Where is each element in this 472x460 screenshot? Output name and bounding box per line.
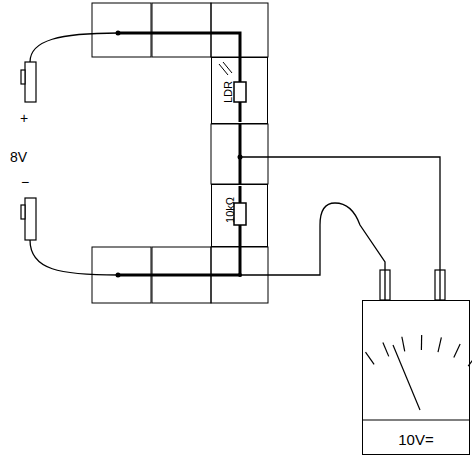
- scale-tick: [454, 344, 460, 358]
- supply-label: −: [21, 174, 29, 190]
- scale-tick: [366, 352, 375, 364]
- wire: [239, 124, 242, 184]
- component-label: LDR: [222, 81, 234, 103]
- supply-label: +: [20, 110, 28, 126]
- supply-label: 8V: [10, 149, 27, 165]
- ldr-block: LDR: [211, 57, 268, 124]
- scale-tick: [402, 337, 405, 352]
- voltmeter: 10V=: [362, 300, 470, 455]
- scale-tick: [421, 335, 422, 350]
- resistor-block: 10kΩ: [211, 184, 268, 247]
- component-label: 10kΩ: [224, 197, 236, 223]
- wire: [240, 203, 385, 300]
- scale-tick: [383, 343, 389, 357]
- scale-tick: [468, 354, 472, 366]
- wire: [240, 157, 440, 300]
- scale-tick: [438, 337, 441, 352]
- meter-range: 10V=: [363, 431, 469, 448]
